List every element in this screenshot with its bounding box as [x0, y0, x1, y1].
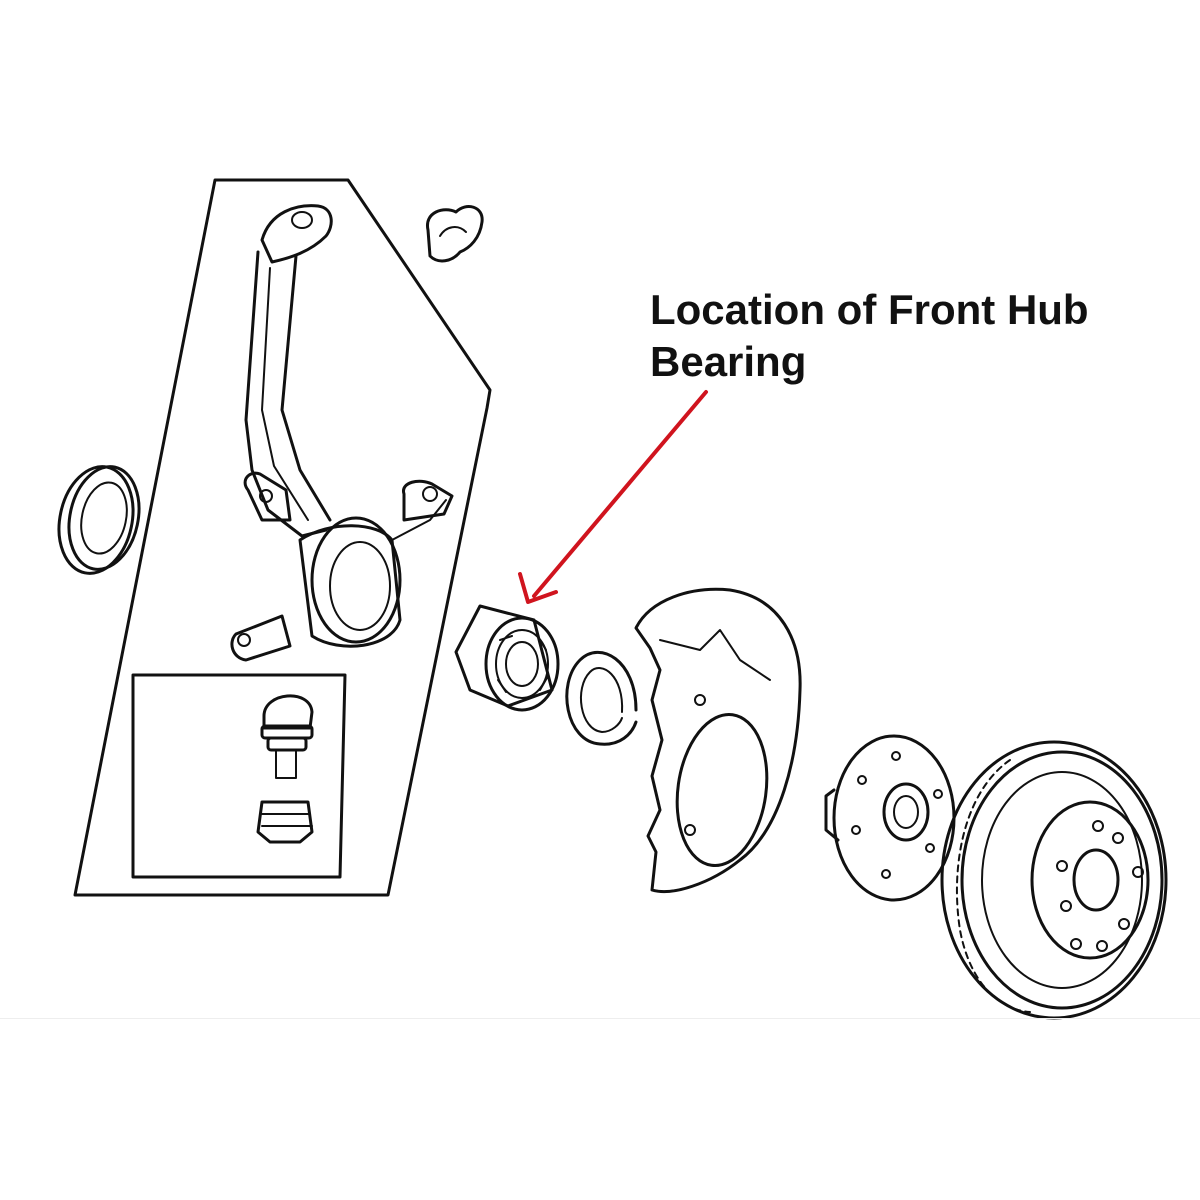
retaining-clip	[426, 205, 484, 263]
brake-rotor	[940, 740, 1168, 1020]
callout-line-1: Location of Front Hub	[650, 286, 1089, 333]
hub-bearing	[454, 604, 560, 712]
bottom-divider	[0, 1018, 1200, 1019]
ball-joint	[256, 694, 314, 844]
callout-label: Location of Front Hub Bearing	[650, 284, 1170, 388]
callout-line-2: Bearing	[650, 338, 807, 385]
steering-knuckle	[230, 204, 454, 662]
dust-seal	[57, 465, 141, 575]
dust-shield	[634, 587, 802, 893]
hub-flange	[824, 734, 956, 902]
snap-ring	[565, 650, 638, 746]
callout-arrow	[518, 390, 708, 604]
knuckle-panel	[73, 178, 492, 897]
inset-box	[131, 673, 347, 879]
